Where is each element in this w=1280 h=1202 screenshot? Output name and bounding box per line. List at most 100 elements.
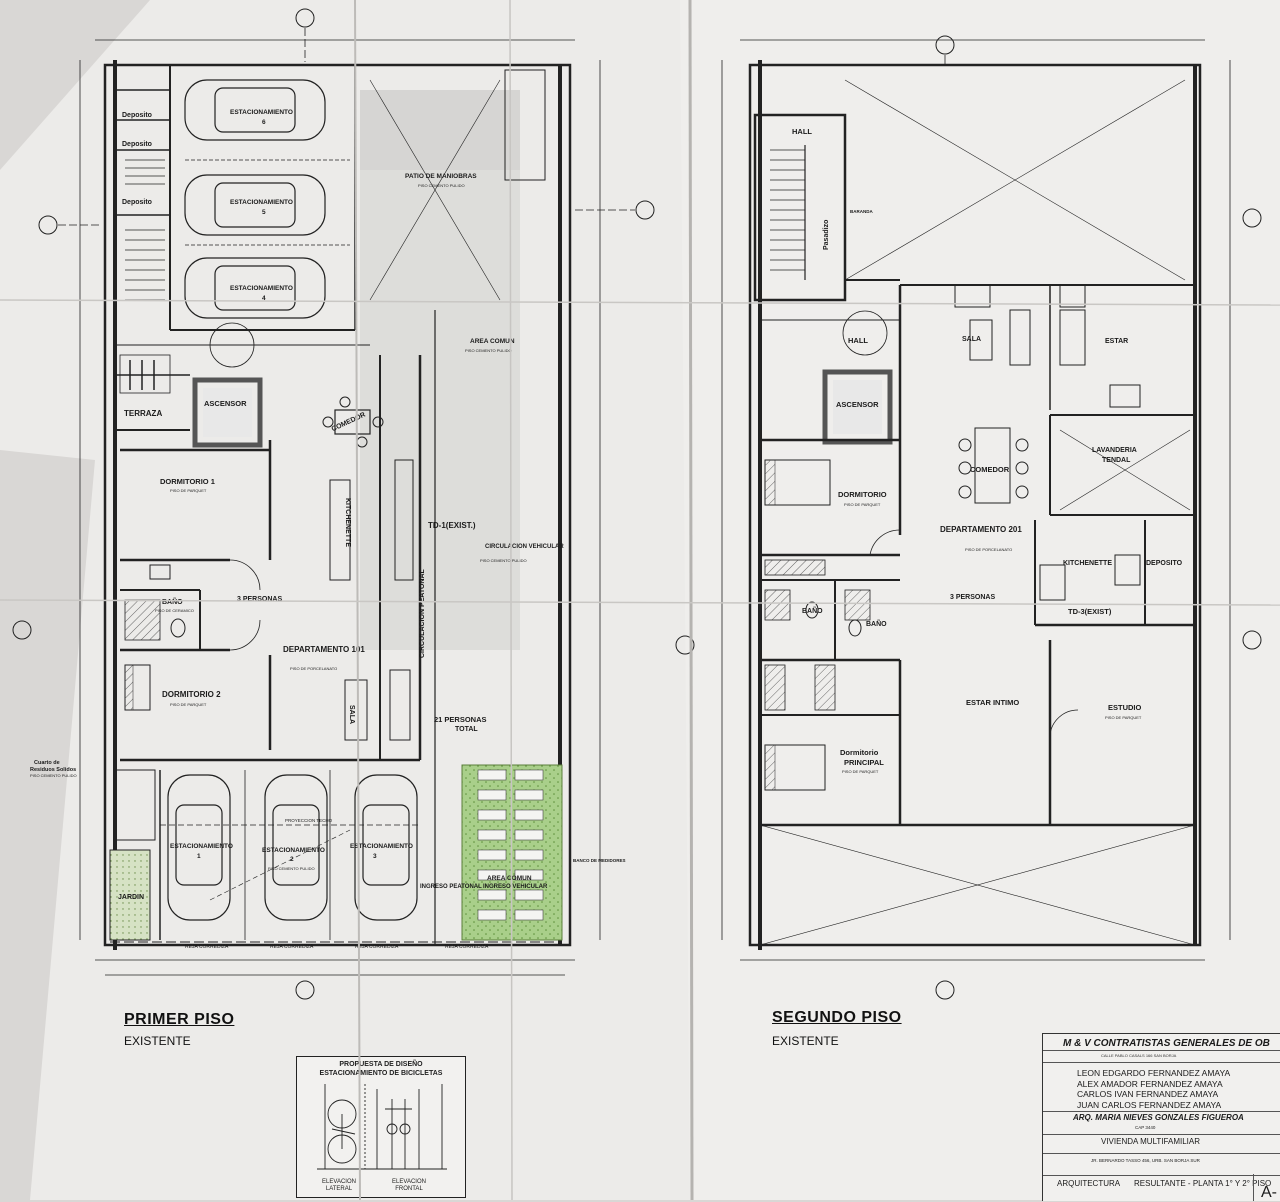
room-label-departamento-201: DEPARTAMENTO 201 xyxy=(940,525,1022,534)
room-label-hall-2: HALL xyxy=(848,336,868,345)
first-floor-subtitle: EXISTENTE xyxy=(124,1034,191,1048)
room-label-estacionamiento-1-number: 1 xyxy=(197,853,201,860)
room-label-dormitorio-2f-floor: PISO DE PARQUET xyxy=(844,502,881,507)
room-label-ingreso-vehicular: INGRESO VEHICULAR xyxy=(483,884,548,890)
room-label-21-personas: 21 PERSONAS xyxy=(434,715,487,724)
room-label-area-comun-2: AREA COMUN xyxy=(487,875,532,882)
label-banco-medidores: BANCO DE MEDIDORES xyxy=(573,858,626,863)
label-proyeccion-techo: PROYECCION TECHO xyxy=(285,818,333,823)
room-label-bano-1: BAÑO xyxy=(162,597,183,606)
room-label-pasadizo: Pasadizo xyxy=(823,220,830,250)
owners-list: LEON EDGARDO FERNANDEZ AMAYA ALEX AMADOR… xyxy=(1077,1068,1230,1110)
room-label-dormitorio-principal-floor: PISO DE PARQUET xyxy=(842,769,879,774)
label-baranda: BARANDA xyxy=(850,209,873,214)
room-label-ingreso-peatonal: INGRESO PEATONAL xyxy=(420,884,482,890)
room-label-departamento-101-floor: PISO DE PORCELANATO xyxy=(290,666,337,671)
room-label-hall-1: HALL xyxy=(792,127,812,136)
bike-rack-drawing xyxy=(317,1084,447,1170)
title-block-divider-3 xyxy=(1043,1133,1280,1135)
room-label-kitchenette-1: KITCHENETTE xyxy=(344,498,351,547)
room-label-departamento-101: DEPARTAMENTO 101 xyxy=(283,645,365,654)
room-label-circulacion-vehicular: CIRCULACION VEHICULAR xyxy=(485,544,564,550)
room-label-circulacion-peatonal: CIRCULACION PEATONAL xyxy=(419,568,426,658)
room-label-ascensor-1: ASCENSOR xyxy=(204,399,247,408)
sheet-code: A- xyxy=(1261,1184,1277,1201)
room-label-area-comun: AREA COMUN xyxy=(470,338,515,345)
title-block-divider-5 xyxy=(1043,1174,1280,1176)
room-label-dormitorio-principal-2: PRINCIPAL xyxy=(844,758,884,767)
label-estacionamiento-2-floor: PISO CEMENTO PULIDO xyxy=(268,866,315,871)
title-block-divider-1 xyxy=(1043,1061,1280,1063)
owner-name: JUAN CARLOS FERNANDEZ AMAYA xyxy=(1077,1099,1222,1110)
room-label-comedor-2: COMEDOR xyxy=(970,465,1010,474)
room-label-estacionamiento-6-number: 6 xyxy=(262,119,266,126)
room-label-estudio: ESTUDIO xyxy=(1108,703,1142,712)
label-residuos-line1: Cuarto de xyxy=(34,760,60,766)
second-floor-subtitle: EXISTENTE xyxy=(772,1034,839,1048)
company-address: CALLE PABLO CASALS 166 SAN BORJA xyxy=(1101,1053,1177,1058)
label-reja-2: REJA CORREDIZA xyxy=(270,944,314,950)
room-label-estacionamiento-3-number: 3 xyxy=(373,853,377,860)
bike-caption-frontal: ELEVACION FRONTAL xyxy=(392,1179,426,1192)
room-label-bano-2b: BAÑO xyxy=(866,619,887,628)
room-label-estacionamiento-5: ESTACIONAMIENTO xyxy=(230,199,293,206)
project-location: JR. BERNARDO TASSO 456, URB. SAN BORJA S… xyxy=(1091,1158,1200,1163)
room-label-dormitorio-2: DORMITORIO 2 xyxy=(162,690,221,699)
title-block-divider-4 xyxy=(1043,1152,1280,1154)
room-label-estacionamiento-4-number: 4 xyxy=(262,295,266,302)
bike-parking-proposal: PROPUESTA DE DISEÑO ESTACIONAMIENTO DE B… xyxy=(296,1056,466,1198)
title-block-code-divider xyxy=(1253,1174,1254,1201)
room-label-circulacion-vehicular-floor: PISO CEMENTO PULIDO xyxy=(480,558,527,563)
bike-proposal-title-line2: ESTACIONAMIENTO DE BICICLETAS xyxy=(319,1070,443,1077)
room-label-deposito-2: Deposito xyxy=(122,141,152,148)
company-name: M & V CONTRATISTAS GENERALES DE OB xyxy=(1063,1038,1270,1049)
first-floor-title: PRIMER PISO xyxy=(124,1011,235,1028)
plane-name: RESULTANTE - PLANTA 1° Y 2° PISO xyxy=(1134,1179,1272,1188)
room-label-estar: ESTAR xyxy=(1105,338,1128,345)
room-label-kitchenette-2: KITCHENETTE xyxy=(1063,560,1112,567)
room-label-estacionamiento-2: ESTACIONAMIENTO xyxy=(262,847,325,854)
label-residuos-floor: PISO CEMENTO PULIDO xyxy=(30,773,77,778)
room-label-dormitorio-2f: DORMITORIO xyxy=(838,490,887,499)
second-floor-title: SEGUNDO PISO xyxy=(772,1009,902,1026)
project-name: VIVIENDA MULTIFAMILIAR xyxy=(1101,1137,1200,1146)
room-label-jardin: JARDIN xyxy=(118,894,144,901)
room-label-deposito-1: Deposito xyxy=(122,112,152,119)
room-label-patio-floor: PISO CEMENTO PULIDO xyxy=(418,183,465,188)
title-block: M & V CONTRATISTAS GENERALES DE OB CALLE… xyxy=(1042,1033,1280,1201)
room-label-estacionamiento-1: ESTACIONAMIENTO xyxy=(170,843,233,850)
label-residuos-line2: Residuos Solidos xyxy=(30,767,76,773)
bike-proposal-title-line1: PROPUESTA DE DISEÑO xyxy=(339,1061,423,1068)
owner-name: ALEX AMADOR FERNANDEZ AMAYA xyxy=(1077,1078,1223,1089)
label-reja-4: REJA CORREDIZA xyxy=(445,944,489,950)
title-block-divider-2 xyxy=(1043,1110,1280,1112)
room-label-dormitorio-principal-1: Dormitorio xyxy=(840,748,879,757)
bike-caption-lateral: ELEVACION LATERAL xyxy=(322,1179,356,1192)
room-label-deposito-3: Deposito xyxy=(122,199,152,206)
room-label-bano-1-floor: PISO DE CERAMICO xyxy=(155,608,194,613)
label-reja-3: REJA CORREDIZA xyxy=(355,944,399,950)
room-label-area-comun-floor: PISO CEMENTO PULIDO xyxy=(465,348,512,353)
specialty: ARQUITECTURA xyxy=(1057,1179,1121,1188)
room-label-terraza: TERRAZA xyxy=(124,409,162,418)
room-label-sala-2: SALA xyxy=(962,336,981,343)
room-label-3-personas-2: 3 PERSONAS xyxy=(950,594,995,601)
room-label-total: TOTAL xyxy=(455,726,478,733)
room-label-td-3: TD-3(EXIST) xyxy=(1068,607,1112,616)
room-label-estudio-floor: PISO DE PARQUET xyxy=(1105,715,1142,720)
room-label-sala-1: SALA xyxy=(348,705,355,724)
room-label-dormitorio-2-floor: PISO DE PARQUET xyxy=(170,702,207,707)
room-label-departamento-201-floor: PISO DE PORCELANATO xyxy=(965,547,1012,552)
room-label-deposito-2f: DEPOSITO xyxy=(1146,560,1183,567)
room-label-estacionamiento-4: ESTACIONAMIENTO xyxy=(230,285,293,292)
title-block-company-row xyxy=(1043,1034,1280,1051)
room-label-bano-2a: BAÑO xyxy=(802,606,823,615)
owner-name: LEON EDGARDO FERNANDEZ AMAYA xyxy=(1077,1068,1231,1078)
room-label-estacionamiento-2-number: 2 xyxy=(290,856,294,863)
second-floor-plan xyxy=(721,35,1262,1000)
room-label-lavanderia: LAVANDERIA xyxy=(1092,447,1137,454)
room-label-td-1: TD-1(EXIST.) xyxy=(428,521,476,530)
room-label-estacionamiento-6: ESTACIONAMIENTO xyxy=(230,109,293,116)
professional-cap: CAP 3440 xyxy=(1135,1125,1156,1130)
